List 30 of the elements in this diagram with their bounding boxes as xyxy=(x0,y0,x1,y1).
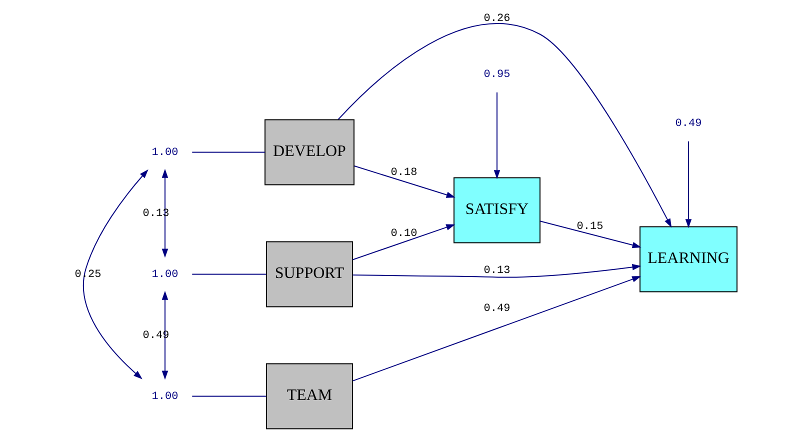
arrow xyxy=(338,23,672,228)
arrow xyxy=(162,290,168,380)
arrow xyxy=(162,168,168,258)
node-text: 0.49 xyxy=(675,118,702,130)
node-box: SATISFY xyxy=(454,177,540,244)
arrow xyxy=(352,264,642,278)
arrow xyxy=(352,276,642,382)
connector xyxy=(192,274,267,275)
node-text: 1.00 xyxy=(152,147,178,160)
edge-label: 0.15 xyxy=(576,221,604,234)
arrow xyxy=(82,169,148,380)
connector xyxy=(192,396,267,397)
edge-label: 0.49 xyxy=(484,303,510,316)
node-text: 0.95 xyxy=(484,69,510,82)
node-text: 1.00 xyxy=(152,269,178,282)
edge-label: 0.13 xyxy=(484,265,510,278)
connector xyxy=(192,152,266,153)
arrow xyxy=(494,92,500,180)
arrow xyxy=(352,224,456,260)
node-box: DEVELOP xyxy=(264,119,354,186)
arrow xyxy=(354,166,456,198)
edge-label: 0.26 xyxy=(484,13,510,26)
node-box: TEAM xyxy=(266,363,353,430)
arrow xyxy=(685,140,692,228)
node-box: LEARNING xyxy=(640,226,738,292)
arrow xyxy=(540,220,642,248)
edge-label: 0.10 xyxy=(390,228,418,240)
node-text: 1.00 xyxy=(152,391,178,404)
edge-label: 0.18 xyxy=(390,167,418,180)
node-box: SUPPORT xyxy=(266,241,353,308)
